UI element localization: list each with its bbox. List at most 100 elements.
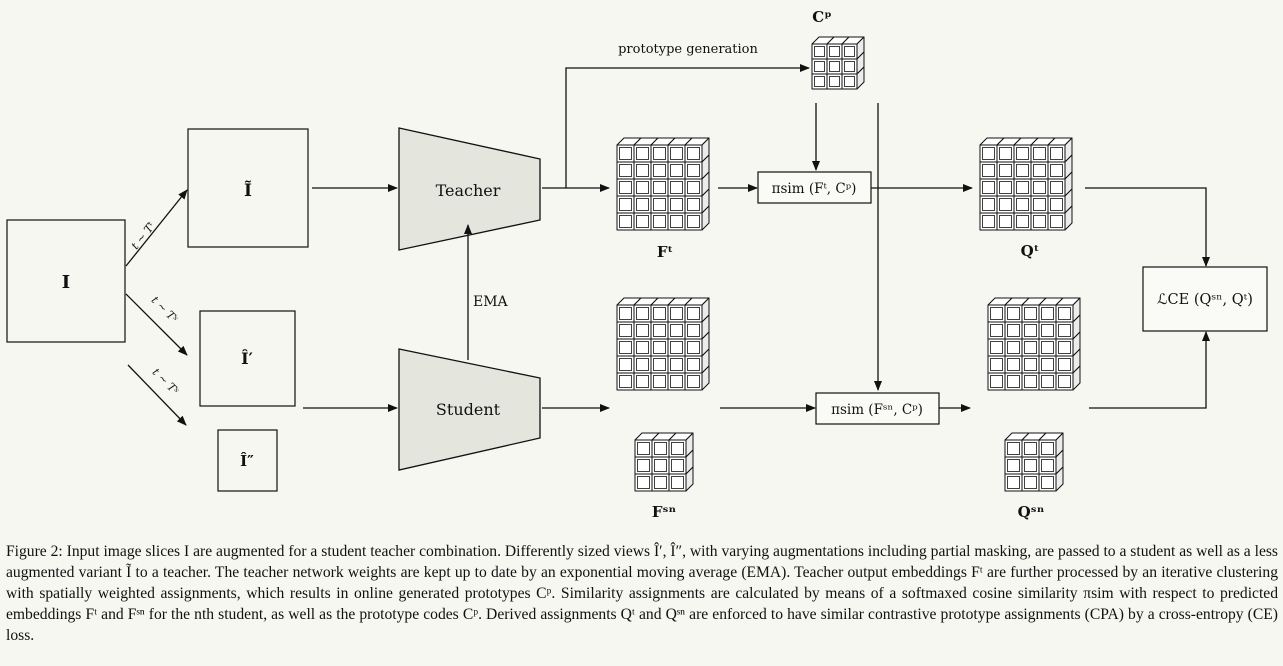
cube-cell-inner: [1024, 358, 1037, 371]
cube-cell: [684, 212, 703, 231]
cube-cell-inner: [670, 358, 683, 371]
cube-cell-inner: [670, 307, 683, 320]
cube-cell-inner: [670, 215, 683, 228]
cube-cell-inner: [844, 76, 855, 87]
cube-cell-inner: [636, 375, 649, 388]
cube-cell-inner: [999, 198, 1012, 211]
cube-cell-inner: [654, 459, 667, 472]
aug-label-teacher: t ∼ Tᵗ: [129, 220, 158, 252]
cube-cell-inner: [619, 307, 632, 320]
cube-cell-inner: [636, 181, 649, 194]
cube-cell-inner: [653, 341, 666, 354]
student-network-label: Student: [436, 400, 501, 419]
cube-cell-inner: [814, 46, 825, 57]
arrow-teacher-q-to-loss: [1085, 187, 1210, 267]
cube-cell-inner: [999, 147, 1012, 160]
cube-cell-inner: [1058, 358, 1071, 371]
student-embedding-label: Fˢⁿ: [652, 503, 677, 521]
cube-cell-inner: [982, 181, 995, 194]
cube-cell-inner: [653, 164, 666, 177]
cube-cell-inner: [1007, 358, 1020, 371]
cube-cell: [841, 73, 858, 90]
cube-cell-inner: [1041, 375, 1054, 388]
student-similarity-box: [815, 392, 940, 425]
cube-cell-inner: [687, 324, 700, 337]
cube-cell-inner: [670, 198, 683, 211]
cube-cell-inner: [619, 341, 632, 354]
cube-cell-inner: [653, 324, 666, 337]
cube-cell-inner: [1041, 358, 1054, 371]
cube-cell-inner: [814, 76, 825, 87]
cube-cell-inner: [687, 358, 700, 371]
teacher-similarity-label: πsim (Fᵗ, Cᵖ): [772, 181, 857, 197]
cube-cell-inner: [1024, 324, 1037, 337]
cube-cell-inner: [687, 307, 700, 320]
cube-cell-inner: [1041, 442, 1054, 455]
cube-cell: [684, 372, 703, 391]
student-view-2-label: Î″: [240, 452, 254, 470]
cube-cell-inner: [653, 358, 666, 371]
cube-cell-inner: [1007, 324, 1020, 337]
cube-cell-inner: [1016, 164, 1029, 177]
teacher-similarity-box: [757, 171, 872, 204]
cube-cell-inner: [1041, 341, 1054, 354]
cube-cell-inner: [1016, 215, 1029, 228]
cube-cell-inner: [687, 198, 700, 211]
cube-cell-inner: [636, 198, 649, 211]
cube-cell-inner: [636, 147, 649, 160]
cube-cell: [1055, 372, 1074, 391]
cube-cell-inner: [670, 341, 683, 354]
teacher-view-label: Ĩ: [244, 179, 252, 201]
cube-cell-inner: [654, 442, 667, 455]
cube-cell-inner: [1007, 442, 1020, 455]
cube-cell-inner: [1033, 181, 1046, 194]
cube-cell-inner: [999, 164, 1012, 177]
cube-cell-inner: [1007, 375, 1020, 388]
cube-cell: [1038, 473, 1057, 492]
cube-cell-inner: [619, 324, 632, 337]
cube-cell-inner: [1041, 476, 1054, 489]
cube-cell-inner: [1024, 442, 1037, 455]
cube-cell-inner: [982, 147, 995, 160]
cube-cell-inner: [687, 375, 700, 388]
input-image-box: [6, 219, 126, 343]
cube-cell-inner: [653, 375, 666, 388]
cube-cell-inner: [1041, 307, 1054, 320]
cube-cell-inner: [1050, 181, 1063, 194]
cube-cell-inner: [982, 215, 995, 228]
cube-cell-inner: [1007, 476, 1020, 489]
cube-cell-inner: [1041, 459, 1054, 472]
cube-cell-inner: [1050, 215, 1063, 228]
cube-cell-inner: [1058, 324, 1071, 337]
cube-cell-inner: [619, 358, 632, 371]
aug-arrow-teacher: [125, 189, 188, 267]
cube-cell-inner: [670, 375, 683, 388]
cube-cell-inner: [829, 76, 840, 87]
cube-cell-inner: [1058, 307, 1071, 320]
cube-cell-inner: [829, 46, 840, 57]
cube-cell-inner: [1058, 341, 1071, 354]
cube-cell-inner: [619, 164, 632, 177]
teacher-network: [398, 127, 541, 251]
cube-cell-inner: [670, 324, 683, 337]
arrow-student-q-to-loss: [1089, 331, 1210, 409]
cube-cell-inner: [636, 324, 649, 337]
cube-cell-inner: [654, 476, 667, 489]
cube-cell-inner: [1024, 476, 1037, 489]
cube-cell-inner: [1033, 198, 1046, 211]
teacher-view-box: [187, 128, 309, 248]
student-embedding-cube-small: [634, 432, 694, 492]
cube-cell-inner: [1016, 181, 1029, 194]
student-similarity-label: πsim (Fˢⁿ, Cᵖ): [831, 402, 923, 418]
cube-cell-inner: [844, 46, 855, 57]
cube-cell-inner: [636, 341, 649, 354]
cube-cell-inner: [999, 215, 1012, 228]
cube-cell-inner: [814, 61, 825, 72]
cube-cell-inner: [982, 164, 995, 177]
cube-cell-inner: [637, 442, 650, 455]
cube-cell-inner: [687, 215, 700, 228]
student-network: [398, 348, 541, 471]
cube-cell-inner: [1024, 459, 1037, 472]
cube-cell-inner: [1058, 375, 1071, 388]
student-view-1-label: Î′: [241, 348, 253, 368]
